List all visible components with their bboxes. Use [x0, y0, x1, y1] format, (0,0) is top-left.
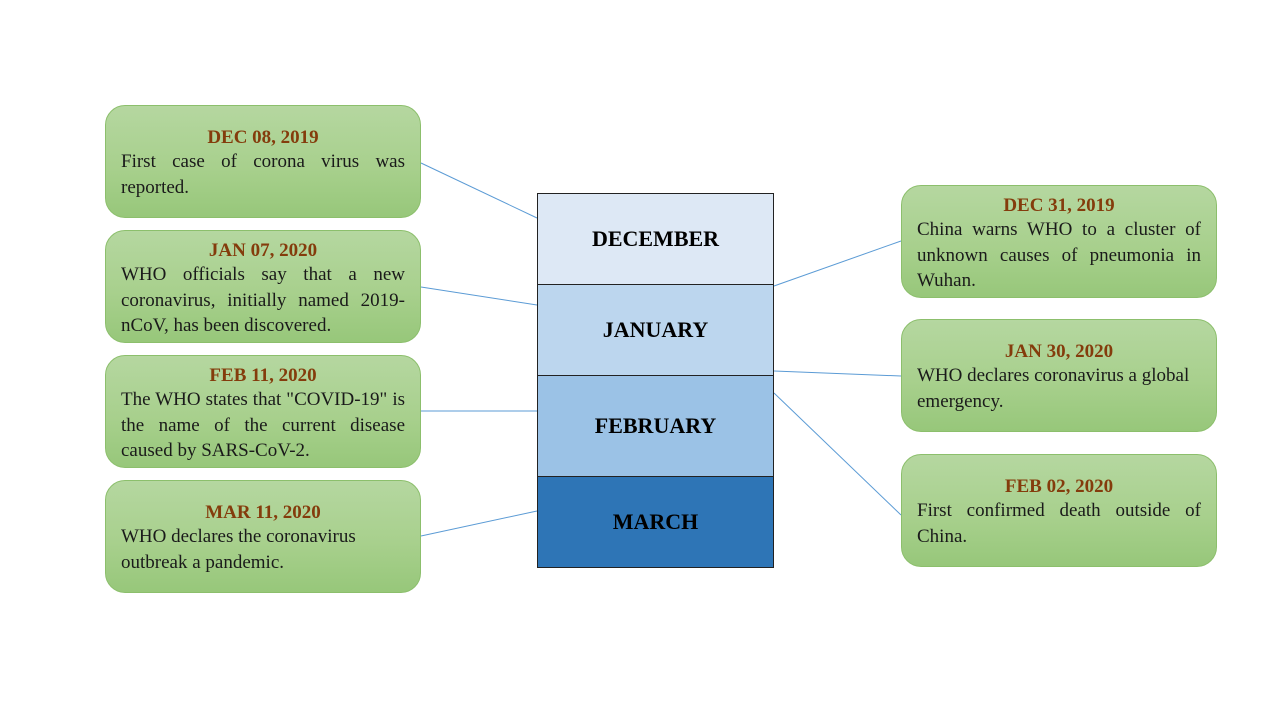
event-description: WHO declares the coronavirus outbreak a …	[121, 526, 356, 573]
event-box-mar11: MAR 11, 2020 WHO declares the coronaviru…	[105, 480, 421, 593]
month-january: JANUARY	[538, 285, 773, 376]
event-box-feb02: FEB 02, 2020 First confirmed death outsi…	[901, 454, 1217, 567]
event-date: DEC 08, 2019	[207, 127, 319, 148]
connector-mar11	[420, 510, 538, 537]
connector-feb02	[773, 392, 902, 516]
connector-jan07	[420, 286, 538, 306]
event-description: China warns WHO to a cluster of unknown …	[917, 219, 1201, 291]
month-december: DECEMBER	[538, 194, 773, 285]
event-description: First confirmed death outside of China.	[917, 500, 1201, 547]
connector-dec31	[773, 240, 902, 287]
event-box-feb11: FEB 11, 2020 The WHO states that "COVID-…	[105, 355, 421, 468]
event-description: The WHO states that "COVID-19" is the na…	[121, 389, 405, 461]
event-date: DEC 31, 2019	[1003, 195, 1115, 216]
event-box-dec08: DEC 08, 2019 First case of corona virus …	[105, 105, 421, 218]
event-description: WHO declares coronavirus a global emerge…	[917, 365, 1190, 412]
event-box-dec31: DEC 31, 2019 China warns WHO to a cluste…	[901, 185, 1217, 298]
connector-jan30	[773, 370, 902, 377]
month-march: MARCH	[538, 477, 773, 567]
event-description: First case of corona virus was reported.	[121, 151, 405, 198]
event-box-jan30: JAN 30, 2020 WHO declares coronavirus a …	[901, 319, 1217, 432]
connector-dec08	[420, 162, 538, 219]
month-column: DECEMBER JANUARY FEBRUARY MARCH	[537, 193, 774, 568]
event-date: FEB 02, 2020	[1004, 476, 1114, 497]
event-box-jan07: JAN 07, 2020 WHO officials say that a ne…	[105, 230, 421, 343]
event-date: FEB 11, 2020	[209, 365, 317, 386]
event-description: WHO officials say that a new coronavirus…	[121, 264, 405, 336]
event-date: JAN 07, 2020	[208, 240, 318, 261]
event-date: JAN 30, 2020	[1004, 341, 1114, 362]
event-date: MAR 11, 2020	[205, 502, 321, 523]
month-february: FEBRUARY	[538, 376, 773, 477]
